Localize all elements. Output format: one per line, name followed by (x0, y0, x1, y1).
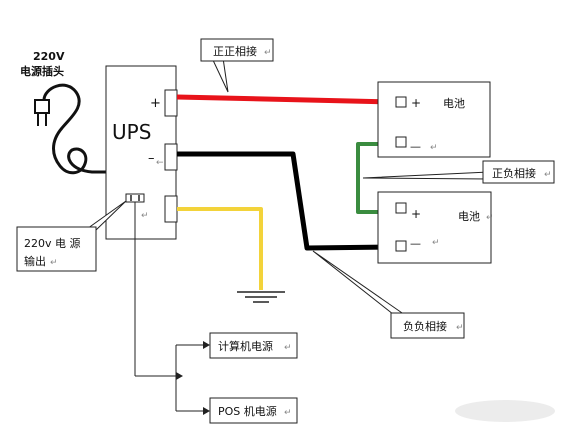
output-computer-mark: ↵ (284, 343, 292, 353)
red-wire (176, 94, 396, 105)
power-plug: 220V 电源插头 (20, 50, 108, 175)
plug-label-voltage: 220V (33, 50, 65, 63)
battery-top-label: 电池 (443, 97, 465, 110)
ups-side-mark: ↵ (141, 211, 149, 221)
battery-top: + — 电池 ↵ (377, 81, 491, 158)
plug-label-name: 电源插头 (20, 64, 64, 78)
callout-positive-negative-text: 正负相接 (492, 166, 536, 180)
output-arrowhead-pos (203, 407, 210, 415)
output-computer-text: 计算机电源 (218, 339, 273, 353)
black-wire (177, 151, 397, 251)
ups-minus-mark: ← (156, 158, 164, 168)
battery-bottom-minus: — (410, 237, 421, 250)
output-arrowhead-computer (203, 341, 210, 349)
plug-body (34, 99, 50, 114)
battery-bottom-plus: + (411, 207, 421, 221)
output-pos-text: POS 机电源 (218, 404, 277, 418)
plug-cord (42, 83, 108, 175)
battery-top-terminal-negative (395, 136, 407, 148)
battery-top-minus: — (410, 140, 421, 153)
battery-bottom-terminal-negative (395, 240, 407, 252)
battery-bottom-box (377, 191, 492, 264)
callout-negative-negative-text: 负负相接 (403, 319, 447, 333)
callout-positive-positive: 正正相接 ↵ (200, 38, 274, 93)
output-computer: 计算机电源 ↵ (209, 332, 298, 359)
callout-negative-negative-box (390, 312, 465, 339)
callout-positive-negative-box (482, 160, 555, 184)
green-wire (356, 142, 396, 214)
battery-top-terminal-positive (395, 96, 407, 108)
battery-bottom-mark-2: ↵ (432, 238, 440, 248)
callout-negative-negative-mark: ↵ (456, 323, 464, 333)
ups-title: UPS (112, 120, 151, 144)
battery-bottom-terminal-positive (395, 202, 407, 214)
battery-bottom-mark: ↵ (486, 213, 494, 223)
callout-negative-negative: 负负相接 ↵ (312, 250, 465, 339)
callout-output: 220v 电 源 输出 ↵ (16, 200, 127, 272)
output-pos: POS 机电源 ↵ (209, 397, 298, 424)
output-pos-box (209, 397, 298, 424)
watermark-smudge (455, 400, 555, 422)
yellow-wire (177, 207, 263, 290)
callout-output-box (16, 226, 97, 272)
ups-terminal-negative (164, 143, 178, 171)
callout-output-mark: ↵ (50, 258, 58, 268)
callout-positive-negative-mark: ↵ (544, 170, 552, 180)
ups-output-socket (125, 193, 145, 203)
ups-terminal-positive (164, 89, 178, 117)
callout-output-pointer (83, 200, 127, 232)
callout-positive-positive-mark: ↵ (264, 48, 272, 58)
output-computer-box (209, 332, 298, 359)
battery-bottom: + — 电池 ↵ ↵ (377, 191, 494, 264)
ups-plus-terminal-label: + (150, 96, 161, 111)
ups-minus-terminal-label: – (148, 151, 155, 166)
callout-output-text-line2: 输出 (24, 254, 46, 268)
callout-output-text: 220v 电 源 (24, 236, 81, 250)
callout-positive-positive-box (200, 38, 274, 62)
battery-top-mark: ↵ (430, 143, 438, 153)
callout-negative-negative-pointer (312, 250, 406, 319)
callout-positive-negative-pointer (362, 171, 490, 180)
output-branch (134, 202, 210, 415)
ups-terminal-ground (164, 195, 178, 223)
battery-bottom-label: 电池 (458, 210, 480, 223)
output-pos-mark: ↵ (284, 408, 292, 418)
output-arrowhead-junction (176, 372, 183, 380)
ups-box (105, 65, 177, 240)
callout-positive-negative: 正负相接 ↵ (362, 160, 555, 184)
ups-unit: UPS + – ← ↵ (105, 65, 178, 240)
ground-symbol (237, 291, 285, 303)
callout-positive-positive-text: 正正相接 (213, 45, 257, 58)
battery-top-plus: + (411, 96, 421, 110)
callout-positive-positive-pointer (211, 57, 229, 93)
